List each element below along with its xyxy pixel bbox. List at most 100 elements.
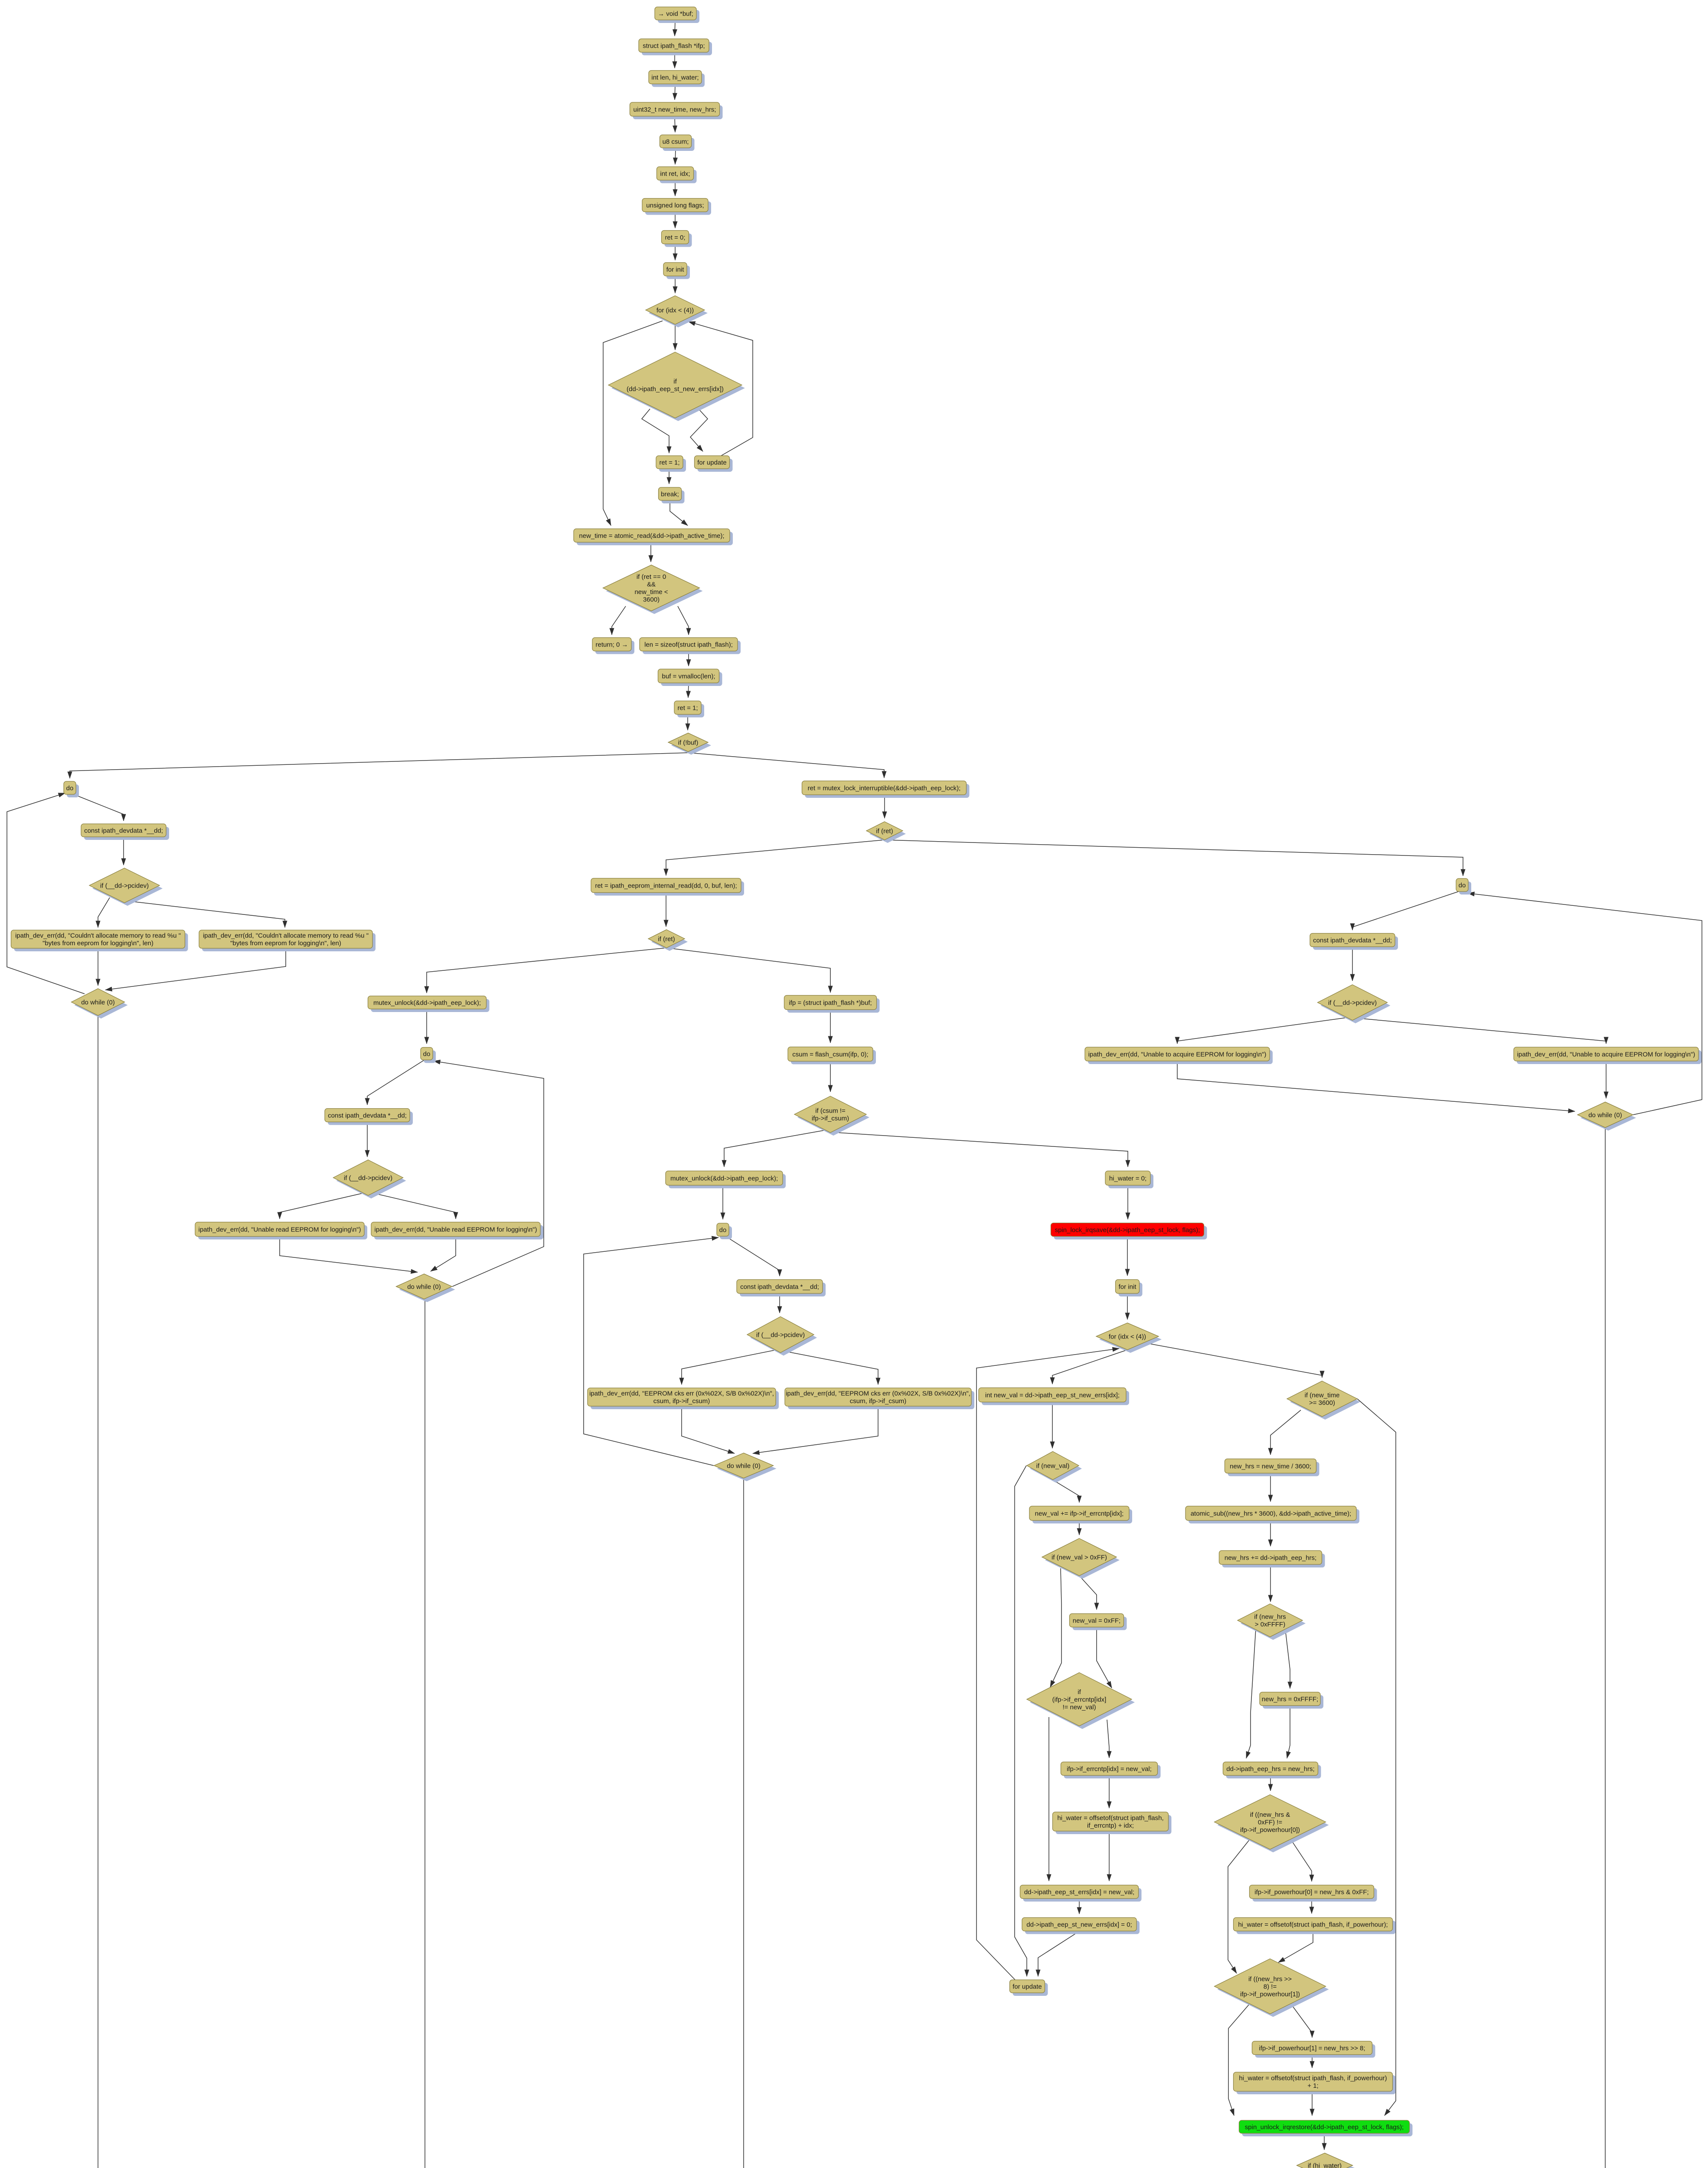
svg-text:const ipath_devdata *__dd;: const ipath_devdata *__dd; (84, 827, 163, 834)
svg-text:int ret, idx;: int ret, idx; (660, 170, 690, 177)
svg-text:ipath_dev_err(dd, "EEPROM cks: ipath_dev_err(dd, "EEPROM cks err (0x%02… (786, 1390, 970, 1397)
svg-text:ifp->if_csum): ifp->if_csum) (812, 1115, 849, 1122)
svg-text:ipath_dev_err(dd, "Couldn't al: ipath_dev_err(dd, "Couldn't allocate mem… (15, 932, 181, 940)
svg-text:if (hi_water): if (hi_water) (1308, 2162, 1342, 2168)
svg-text:buf = vmalloc(len);: buf = vmalloc(len); (662, 673, 715, 680)
svg-text:hi_water = offsetof(struct ipa: hi_water = offsetof(struct ipath_flash, (1057, 1815, 1163, 1822)
svg-text:for init: for init (666, 266, 685, 273)
svg-text:→ void *buf;: → void *buf; (658, 10, 693, 17)
svg-text:ipath_dev_err(dd, "Unable to a: ipath_dev_err(dd, "Unable to acquire EEP… (1517, 1051, 1695, 1058)
svg-text:8) !=: 8) != (1264, 1983, 1277, 1990)
svg-text:ipath_dev_err(dd, "EEPROM cks: ipath_dev_err(dd, "EEPROM cks err (0x%02… (589, 1390, 774, 1397)
svg-text:if ((new_hrs &: if ((new_hrs & (1250, 1811, 1290, 1819)
svg-text:struct ipath_flash *ifp;: struct ipath_flash *ifp; (643, 42, 705, 49)
svg-text:"bytes from eeprom for logging: "bytes from eeprom for logging\n", len) (42, 940, 153, 947)
svg-text:break;: break; (661, 490, 679, 498)
svg-text:do: do (1459, 882, 1466, 889)
svg-text:if: if (1078, 1688, 1081, 1696)
svg-text:if (csum !=: if (csum != (815, 1107, 846, 1115)
svg-text:hi_water = offsetof(struct ipa: hi_water = offsetof(struct ipath_flash, … (1239, 2075, 1387, 2082)
svg-text:(ifp->if_errcntp[idx]: (ifp->if_errcntp[idx] (1052, 1696, 1107, 1703)
svg-text:if (new_val): if (new_val) (1036, 1462, 1070, 1469)
svg-text:mutex_unlock(&dd->ipath_eep_lo: mutex_unlock(&dd->ipath_eep_lock); (373, 999, 481, 1006)
svg-text:if (ret): if (ret) (658, 935, 675, 943)
svg-text:if (!buf): if (!buf) (678, 739, 699, 746)
svg-text:>= 3600): >= 3600) (1309, 1399, 1335, 1407)
svg-text:do: do (423, 1050, 431, 1058)
svg-text:0xFF) !=: 0xFF) != (1258, 1819, 1282, 1826)
svg-text:atomic_sub((new_hrs * 3600), &: atomic_sub((new_hrs * 3600), &dd->ipath_… (1191, 1510, 1352, 1517)
svg-text:ipath_dev_err(dd, "Unable read: ipath_dev_err(dd, "Unable read EEPROM fo… (198, 1226, 361, 1233)
svg-text:new_hrs = 0xFFFF;: new_hrs = 0xFFFF; (1262, 1695, 1318, 1703)
svg-text:new_val = 0xFF;: new_val = 0xFF; (1073, 1617, 1120, 1624)
svg-text:for update: for update (1012, 1983, 1042, 1990)
svg-text:return; 0 →: return; 0 → (595, 641, 628, 648)
svg-text:ifp->if_powerhour[0]): ifp->if_powerhour[0]) (1240, 1826, 1300, 1834)
svg-text:new_time <: new_time < (634, 588, 668, 596)
svg-text:csum, ifp->if_csum): csum, ifp->if_csum) (653, 1397, 710, 1405)
svg-text:if (__dd->pcidev): if (__dd->pcidev) (756, 1331, 805, 1339)
svg-text:ipath_dev_err(dd, "Couldn't al: ipath_dev_err(dd, "Couldn't allocate mem… (203, 932, 369, 940)
svg-text:spin_lock_irqsave(&dd->ipath_e: spin_lock_irqsave(&dd->ipath_eep_st_lock… (1055, 1226, 1200, 1234)
svg-text:hi_water = 0;: hi_water = 0; (1109, 1175, 1146, 1182)
svg-text:if (__dd->pcidev): if (__dd->pcidev) (1328, 999, 1377, 1006)
svg-text:do: do (719, 1226, 727, 1234)
svg-text:uint32_t new_time, new_hrs;: uint32_t new_time, new_hrs; (634, 106, 716, 113)
svg-text:do while (0): do while (0) (81, 999, 115, 1006)
svg-text:if (ret == 0: if (ret == 0 (637, 573, 666, 581)
svg-text:ret = 1;: ret = 1; (659, 459, 679, 466)
svg-text:spin_unlock_irqrestore(&dd->ip: spin_unlock_irqrestore(&dd->ipath_eep_st… (1245, 2123, 1404, 2131)
svg-text:if (__dd->pcidev): if (__dd->pcidev) (344, 1174, 392, 1182)
svg-text:if (__dd->pcidev): if (__dd->pcidev) (100, 882, 149, 889)
svg-text:int new_val = dd->ipath_eep_st: int new_val = dd->ipath_eep_st_new_errs[… (985, 1391, 1120, 1399)
svg-text:do while (0): do while (0) (727, 1462, 761, 1469)
svg-text:new_hrs = new_time / 3600;: new_hrs = new_time / 3600; (1230, 1463, 1311, 1470)
svg-text:"bytes from eeprom for logging: "bytes from eeprom for logging\n", len) (230, 940, 341, 947)
svg-text:ifp = (struct ipath_flash *)bu: ifp = (struct ipath_flash *)buf; (789, 999, 872, 1006)
svg-text:if (new_val > 0xFF): if (new_val > 0xFF) (1052, 1554, 1107, 1561)
svg-text:ret = 0;: ret = 0; (665, 234, 685, 241)
svg-text:const ipath_devdata *__dd;: const ipath_devdata *__dd; (740, 1283, 819, 1290)
svg-text:new_time = atomic_read(&dd->ip: new_time = atomic_read(&dd->ipath_active… (579, 532, 724, 539)
svg-text:if (ret): if (ret) (876, 827, 893, 835)
svg-text:!= new_val): != new_val) (1062, 1704, 1096, 1711)
svg-text:csum = flash_csum(ifp, 0);: csum = flash_csum(ifp, 0); (792, 1051, 868, 1058)
svg-text:do while (0): do while (0) (407, 1283, 441, 1290)
svg-text:ret = 1;: ret = 1; (677, 704, 698, 712)
svg-text:dd->ipath_eep_st_new_errs[idx]: dd->ipath_eep_st_new_errs[idx] = 0; (1026, 1921, 1132, 1928)
svg-text:ifp->if_powerhour[1] = new_hrs: ifp->if_powerhour[1] = new_hrs >> 8; (1259, 2044, 1365, 2052)
svg-text:do: do (66, 784, 74, 792)
svg-text:new_hrs += dd->ipath_eep_hrs;: new_hrs += dd->ipath_eep_hrs; (1225, 1554, 1316, 1561)
svg-text:3600): 3600) (643, 596, 660, 604)
svg-text:ifp->if_errcntp[idx] = new_val: ifp->if_errcntp[idx] = new_val; (1067, 1765, 1152, 1773)
svg-text:mutex_unlock(&dd->ipath_eep_lo: mutex_unlock(&dd->ipath_eep_lock); (670, 1175, 778, 1182)
svg-text:if ((new_hrs >>: if ((new_hrs >> (1248, 1975, 1292, 1983)
svg-text:ipath_dev_err(dd, "Unable to a: ipath_dev_err(dd, "Unable to acquire EEP… (1088, 1051, 1267, 1058)
svg-text:&&: && (647, 581, 656, 588)
svg-text:hi_water = offsetof(struct ipa: hi_water = offsetof(struct ipath_flash, … (1238, 1921, 1388, 1928)
svg-text:csum, ifp->if_csum): csum, ifp->if_csum) (850, 1397, 906, 1405)
svg-text:const ipath_devdata *__dd;: const ipath_devdata *__dd; (328, 1112, 407, 1119)
svg-text:len = sizeof(struct ipath_flas: len = sizeof(struct ipath_flash); (644, 641, 733, 648)
svg-text:for (idx < (4)): for (idx < (4)) (1109, 1333, 1146, 1340)
svg-text:ifp->if_powerhour[1]): ifp->if_powerhour[1]) (1240, 1991, 1300, 1998)
svg-text:> 0xFFFF): > 0xFFFF) (1255, 1621, 1285, 1628)
svg-text:for update: for update (697, 459, 727, 466)
svg-text:if (new_hrs: if (new_hrs (1254, 1613, 1286, 1621)
svg-text:ret = ipath_eeprom_internal_re: ret = ipath_eeprom_internal_read(dd, 0, … (595, 882, 737, 889)
svg-text:if: if (673, 378, 677, 385)
svg-text:if (new_time: if (new_time (1305, 1392, 1340, 1399)
svg-text:do while (0): do while (0) (1588, 1111, 1622, 1119)
svg-text:unsigned long flags;: unsigned long flags; (646, 202, 704, 209)
svg-text:const ipath_devdata *__dd;: const ipath_devdata *__dd; (1313, 937, 1392, 944)
svg-text:ifp->if_powerhour[0] = new_hrs: ifp->if_powerhour[0] = new_hrs & 0xFF; (1254, 1888, 1368, 1896)
svg-text:dd->ipath_eep_st_errs[idx] = n: dd->ipath_eep_st_errs[idx] = new_val; (1024, 1888, 1134, 1896)
svg-text:int len, hi_water;: int len, hi_water; (651, 74, 699, 81)
svg-text:ret = mutex_lock_interruptible: ret = mutex_lock_interruptible(&dd->ipat… (808, 784, 961, 792)
svg-text:ipath_dev_err(dd, "Unable read: ipath_dev_err(dd, "Unable read EEPROM fo… (374, 1226, 537, 1233)
svg-text:new_val += ifp->if_errcntp[idx: new_val += ifp->if_errcntp[idx]; (1035, 1510, 1124, 1517)
svg-text:(dd->ipath_eep_st_new_errs[idx: (dd->ipath_eep_st_new_errs[idx]) (627, 385, 724, 393)
svg-text:for init: for init (1119, 1283, 1137, 1290)
svg-text:for (idx < (4)): for (idx < (4)) (656, 307, 694, 314)
svg-text:if_errcntp) + idx;: if_errcntp) + idx; (1087, 1822, 1134, 1829)
